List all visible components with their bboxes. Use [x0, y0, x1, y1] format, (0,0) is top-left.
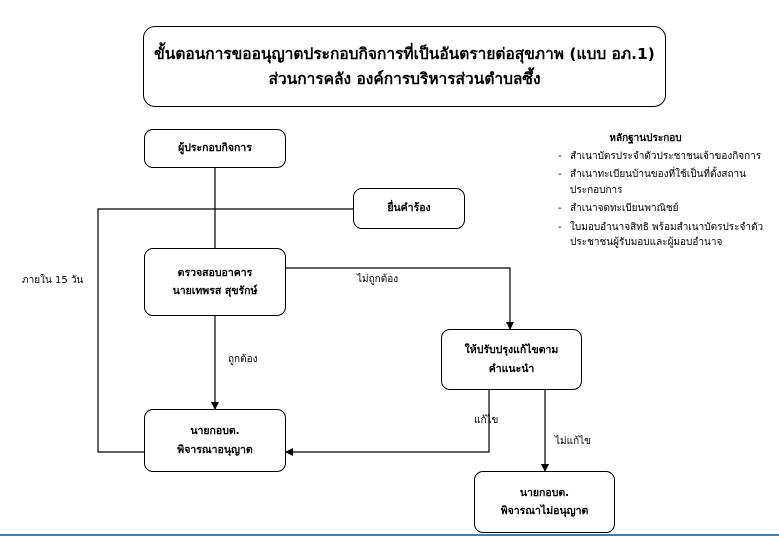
node-approve-label-1: นายกอบต.	[190, 425, 240, 438]
node-applicant-label: ผู้ประกอบกิจการ	[178, 142, 252, 155]
evidence-item: สำเนาบัตรประจำตัวประชาชนเจ้าของกิจการ	[558, 149, 773, 165]
evidence-heading: หลักฐานประกอบ	[609, 133, 682, 144]
edge-inspect-to-fix	[286, 267, 514, 330]
node-inspect-label-2: นายเทพรส สุขรักษ์	[172, 285, 258, 297]
edge-submit-loop	[97, 208, 353, 453]
title-box: ขั้นตอนการขออนุญาตประกอบกิจการที่เป็นอัน…	[143, 26, 666, 107]
label-within-15-days: ภายใน 15 วัน	[22, 275, 84, 286]
page-subtitle: ส่วนการคลัง องค์การบริหารส่วนตำบลซึ้ง	[268, 69, 541, 88]
label-incorrect: ไม่ถูกต้อง	[357, 274, 399, 285]
node-reject-label-2: พิจารณาไม่อนุญาต	[500, 505, 589, 517]
node-approve-label-2: พิจารณาอนุญาต	[177, 443, 253, 456]
label-not-fixed: ไม่แก้ไข	[555, 436, 591, 447]
label-correct: ถูกต้อง	[228, 354, 258, 365]
node-reject-label-1: นายกอบต.	[519, 486, 570, 499]
evidence-item: สำเนาจดทะเบียนพาณิชย์	[558, 201, 773, 217]
evidence-item: สำเนาทะเบียนบ้านของที่ใช้เป็นที่ตั้งสถาน…	[558, 167, 773, 198]
node-fix-label-2: คำแนะนำ	[488, 362, 535, 375]
node-submit-request: ยื่นคำร้อง	[353, 188, 465, 229]
evidence-list: หลักฐานประกอบ สำเนาบัตรประจำตัวประชาชนเจ…	[558, 131, 773, 254]
node-applicant: ผู้ประกอบกิจการ	[144, 129, 286, 168]
node-inspect-label-1: ตรวจสอบอาคาร	[177, 266, 253, 279]
node-approve: นายกอบต. พิจารณาอนุญาต	[144, 409, 286, 472]
node-submit-label: ยื่นคำร้อง	[387, 202, 431, 215]
label-fixed: แก้ไข	[474, 415, 499, 426]
page-title: ขั้นตอนการขออนุญาตประกอบกิจการที่เป็นอัน…	[154, 44, 655, 63]
node-fix-advice: ให้ปรับปรุงแก้ไขตาม คำแนะนำ	[441, 329, 582, 390]
evidence-item: ใบมอบอำนาจสิทธิ พร้อมสำเนาบัตรประจำตัวปร…	[558, 220, 773, 251]
edge-fix-to-approve	[285, 390, 490, 456]
window-bottom-border	[0, 534, 779, 536]
node-inspect-building: ตรวจสอบอาคาร นายเทพรส สุขรักษ์	[144, 248, 286, 316]
node-reject: นายกอบต. พิจารณาไม่อนุญาต	[474, 471, 615, 533]
node-fix-label-1: ให้ปรับปรุงแก้ไขตาม	[464, 344, 559, 357]
